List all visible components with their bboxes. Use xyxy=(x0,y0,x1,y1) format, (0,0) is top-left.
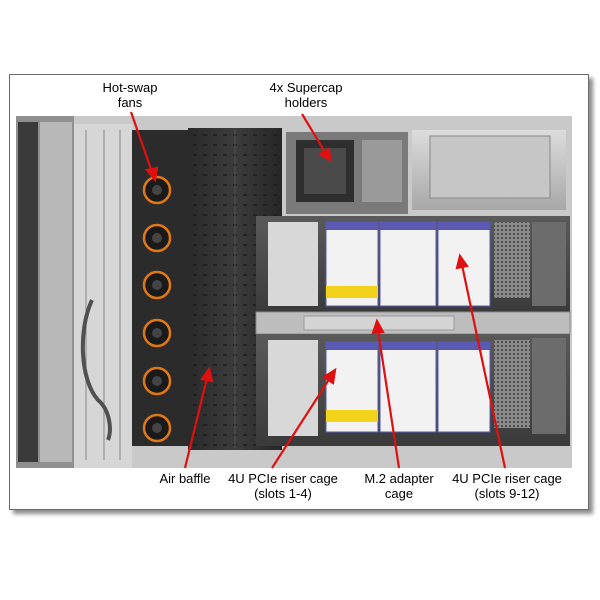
callout-arrows xyxy=(129,111,507,469)
supercap-holder-area xyxy=(286,130,566,214)
arrow-m2-adapter xyxy=(371,318,401,469)
label-air-baffle-line1: Air baffle xyxy=(159,471,211,486)
arrow-riser-cage-right xyxy=(455,253,507,469)
label-riser-cage-left-line1: 4U PCIe riser cage xyxy=(228,471,338,486)
fan-bay xyxy=(132,130,188,446)
label-supercap-holders: 4x Supercap holders xyxy=(256,80,356,110)
arrow-air-baffle xyxy=(183,366,214,469)
arrow-hot-swap-fans xyxy=(129,111,159,183)
label-supercap-holders-line1: 4x Supercap xyxy=(269,80,343,95)
label-hot-swap-fans: Hot-swap fans xyxy=(95,80,165,110)
label-riser-cage-right: 4U PCIe riser cage (slots 9-12) xyxy=(444,471,570,501)
label-m2-adapter: M.2 adapter cage xyxy=(354,471,444,501)
label-air-baffle: Air baffle xyxy=(148,471,222,486)
label-riser-cage-right-line1: 4U PCIe riser cage xyxy=(452,471,562,486)
arrow-supercap-holders xyxy=(301,113,332,163)
riser-cage-upper xyxy=(256,216,570,312)
m2-adapter-cage xyxy=(255,311,571,335)
riser-cage-lower xyxy=(256,334,570,446)
label-riser-cage-right-line2: (slots 9-12) xyxy=(474,486,540,501)
label-hot-swap-fans-line2: fans xyxy=(117,95,143,110)
label-supercap-holders-line2: holders xyxy=(284,95,328,110)
label-hot-swap-fans-line1: Hot-swap xyxy=(102,80,158,95)
label-riser-cage-left: 4U PCIe riser cage (slots 1-4) xyxy=(220,471,346,501)
label-m2-adapter-line1: M.2 adapter xyxy=(364,471,434,486)
label-m2-adapter-line2: cage xyxy=(384,486,414,501)
arrow-riser-cage-left xyxy=(271,367,337,469)
label-riser-cage-left-line2: (slots 1-4) xyxy=(254,486,312,501)
